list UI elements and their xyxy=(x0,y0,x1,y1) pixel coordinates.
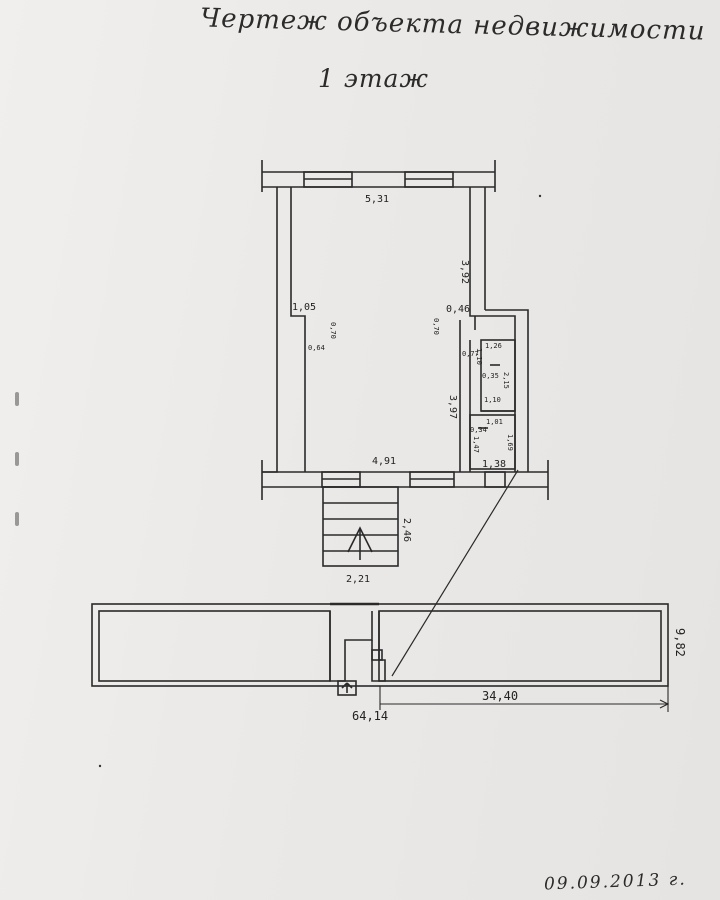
dim-left-niche-height: 0,70 xyxy=(329,322,337,339)
dim-small-c: 1,10 xyxy=(475,348,483,365)
dim-small-h: 1,01 xyxy=(486,418,503,426)
binder-holes xyxy=(15,392,19,526)
leader-line xyxy=(391,469,519,677)
dim-small-d: 0,35 xyxy=(482,372,499,380)
main-floor-plan xyxy=(91,160,670,712)
site-right-block xyxy=(378,610,662,682)
pen-mark xyxy=(538,194,542,198)
dim-bottom-small: 1,38 xyxy=(482,459,506,470)
dim-right-length: 34,40 xyxy=(482,689,518,703)
dim-small-f: 2,15 xyxy=(502,372,510,389)
dim-right-side: 3,97 xyxy=(447,395,458,419)
dim-small-e: 1,10 xyxy=(484,396,501,404)
dim-top-width: 5,31 xyxy=(365,194,389,205)
dim-left-niche-width: 0,64 xyxy=(308,344,325,352)
dim-stair-height: 2,46 xyxy=(401,518,412,542)
plan-dimensions: 5,31 3,92 1,05 0,70 0,64 0,70 0,46 3,97 … xyxy=(292,194,514,585)
dim-small-i: 1,47 xyxy=(472,436,480,453)
window-bottom-small xyxy=(484,471,506,488)
entrance-stairs xyxy=(322,486,399,567)
small-room-2 xyxy=(469,414,516,470)
dim-small-b: 1,26 xyxy=(485,342,502,350)
site-stairs xyxy=(337,680,357,696)
dim-total-length: 64,14 xyxy=(352,709,388,723)
dim-right-offset-b: 0,46 xyxy=(446,304,470,315)
dim-left-offset: 1,05 xyxy=(292,302,316,313)
dim-small-g: 0,34 xyxy=(470,426,487,434)
dim-small-j: 1,69 xyxy=(506,434,514,451)
site-outline xyxy=(91,603,669,687)
dim-site-height: 9,82 xyxy=(673,628,687,657)
floor-label: 1 этаж xyxy=(318,64,429,93)
dim-right-upper: 3,92 xyxy=(459,260,470,284)
dim-small-a: 0,77 xyxy=(462,350,479,358)
dim-right-offset-a: 0,70 xyxy=(432,318,440,335)
site-dimensions: 64,14 34,40 9,82 xyxy=(352,628,687,723)
site-left-block xyxy=(98,610,331,682)
dim-stair-width: 2,21 xyxy=(346,574,370,585)
pen-mark xyxy=(98,764,102,768)
dim-bottom-width: 4,91 xyxy=(372,456,396,467)
